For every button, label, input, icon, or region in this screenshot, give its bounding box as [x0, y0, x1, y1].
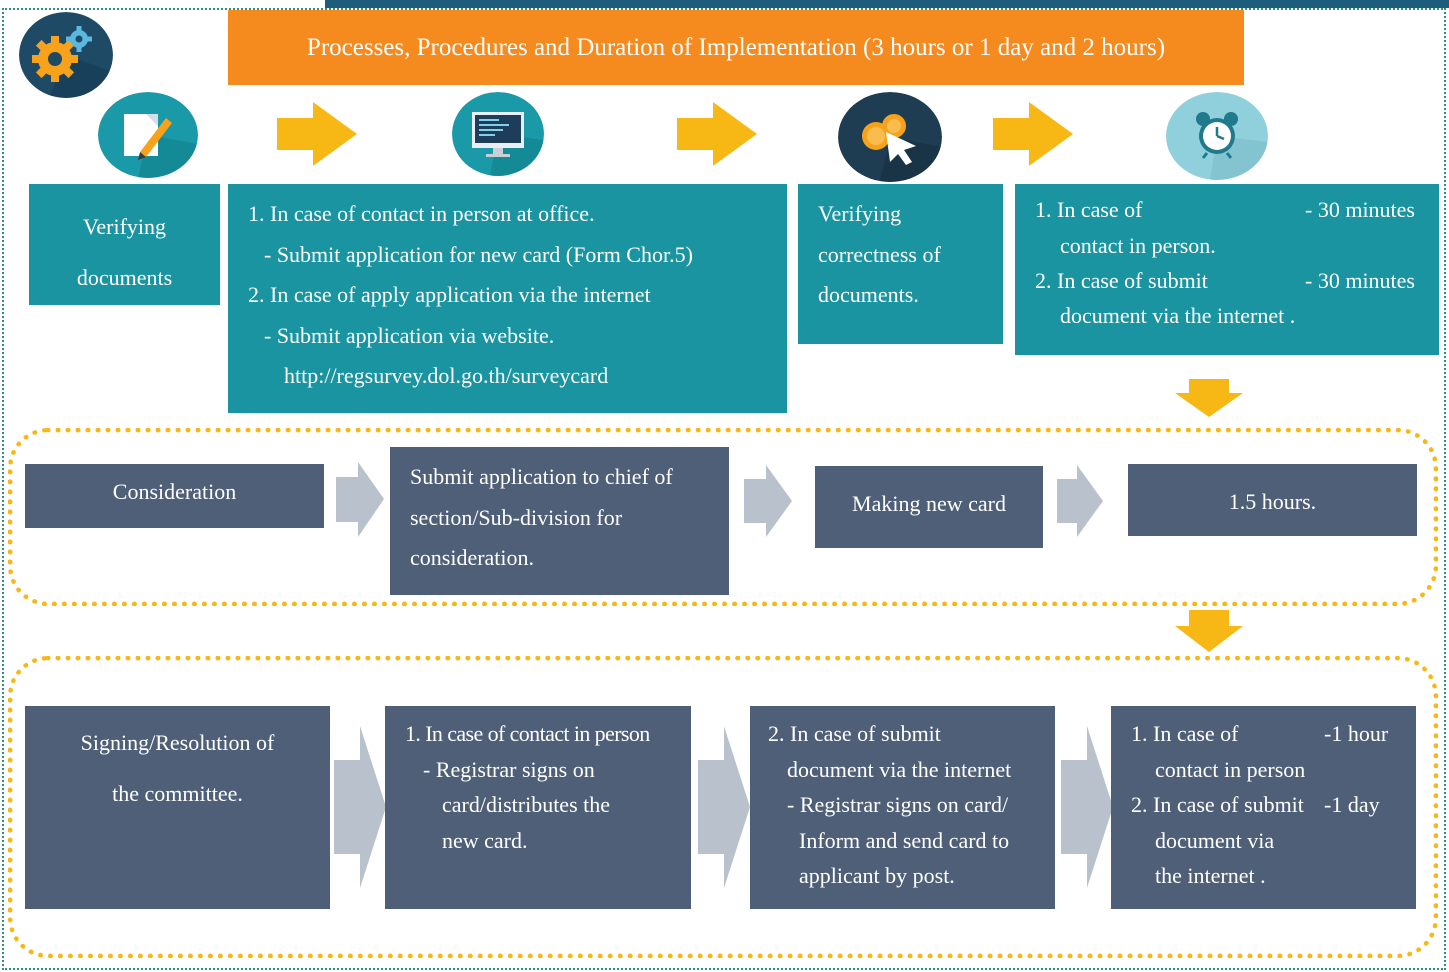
box-text: 1. In case of contact in person at offic… — [248, 201, 595, 226]
box-text: Verifying — [82, 214, 167, 239]
verifying-correctness-box: Verifying correctness of documents. — [798, 184, 1003, 344]
box-text: 2. In case of submit — [1131, 792, 1304, 817]
box-text: Signing/Resolution of — [80, 730, 275, 755]
duration-text: 1.5 hours. — [1228, 489, 1317, 514]
consideration-stage-group — [8, 428, 1438, 606]
box-text: correctness of — [818, 241, 941, 267]
document-pen-icon — [98, 92, 198, 178]
box-text: card/distributes the — [442, 792, 611, 817]
verification-time-box: 1. In case of - 30 minutes contact in pe… — [1015, 184, 1439, 355]
box-text: applicant by post. — [799, 863, 955, 888]
duration-text: - 30 minutes — [1305, 268, 1415, 293]
box-text: document via the internet — [787, 757, 1012, 782]
consideration-box: Consideration — [25, 464, 324, 528]
arrow-right-icon — [277, 102, 357, 166]
coins-cursor-icon — [838, 92, 942, 182]
box-text: - Registrar signs on card/ — [787, 792, 1009, 817]
box-text: Making new card — [852, 491, 1006, 516]
box-text: 2. In case of apply application via the … — [248, 282, 651, 307]
verifying-documents-box: Verifying documents — [29, 184, 220, 305]
box-text: the internet . — [1155, 863, 1266, 888]
arrow-right-icon — [1057, 465, 1103, 537]
arrow-right-icon — [698, 726, 750, 888]
signing-stage-group — [8, 656, 1438, 958]
box-text: - Submit application for new card (Form … — [264, 241, 693, 267]
box-text: section/Sub-division for — [410, 504, 623, 530]
box-text: new card. — [442, 828, 528, 853]
box-text: - Registrar signs on — [423, 757, 595, 782]
box-text: the committee. — [112, 781, 243, 806]
outer-border — [2, 8, 1446, 970]
signing-time-box: 1. In case of -1 hour contact in person … — [1111, 706, 1416, 909]
box-text: Inform and send card to — [799, 828, 1010, 853]
duration-text: -1 day — [1324, 792, 1380, 817]
box-text: document via the internet . — [1060, 303, 1296, 328]
signing-resolution-box: Signing/Resolution of the committee. — [25, 706, 330, 909]
arrow-right-icon — [744, 465, 792, 537]
computer-monitor-icon — [452, 92, 544, 176]
top-accent-bar — [325, 0, 1449, 8]
box-text: consideration. — [410, 545, 535, 570]
website-url-text: http://regsurvey.dol.go.th/surveycard — [284, 363, 609, 388]
box-text: 2. In case of submit — [1035, 268, 1208, 293]
box-text: - Submit application via website. — [264, 322, 555, 348]
process-title-banner: Processes, Procedures and Duration of Im… — [228, 10, 1244, 85]
box-text: Submit application to chief of — [410, 464, 673, 489]
alarm-clock-icon — [1166, 92, 1268, 180]
making-new-card-box: Making new card — [815, 466, 1043, 548]
box-text: 1. In case of contact in person — [405, 721, 650, 746]
box-text: Consideration — [112, 479, 237, 504]
arrow-down-icon — [1175, 379, 1243, 417]
box-text: 1. In case of — [1035, 197, 1143, 222]
box-text: Verifying — [818, 201, 902, 226]
contact-in-person-box: 1. In case of contact in person - Regist… — [385, 706, 691, 909]
arrow-right-icon — [677, 102, 757, 166]
duration-text: -1 hour — [1324, 721, 1389, 746]
box-text: documents. — [818, 282, 919, 307]
box-text: document via — [1155, 828, 1275, 853]
gears-icon — [19, 12, 113, 98]
duration-text: - 30 minutes — [1305, 197, 1415, 222]
box-text: 2. In case of submit — [768, 721, 941, 746]
duration-hours-box: 1.5 hours. — [1128, 464, 1417, 536]
arrow-right-icon — [336, 462, 384, 537]
arrow-right-icon — [1061, 726, 1113, 888]
arrow-right-icon — [993, 102, 1073, 166]
box-text: documents — [76, 265, 173, 290]
submit-to-chief-box: Submit application to chief of section/S… — [390, 447, 729, 595]
arrow-down-icon — [1175, 610, 1243, 652]
box-text: contact in person — [1155, 757, 1306, 782]
box-text: contact in person. — [1060, 233, 1216, 258]
arrow-right-icon — [334, 726, 386, 888]
submit-application-box: 1. In case of contact in person at offic… — [228, 184, 787, 413]
box-text: 1. In case of — [1131, 721, 1239, 746]
submit-via-internet-box: 2. In case of submit document via the in… — [750, 706, 1055, 909]
